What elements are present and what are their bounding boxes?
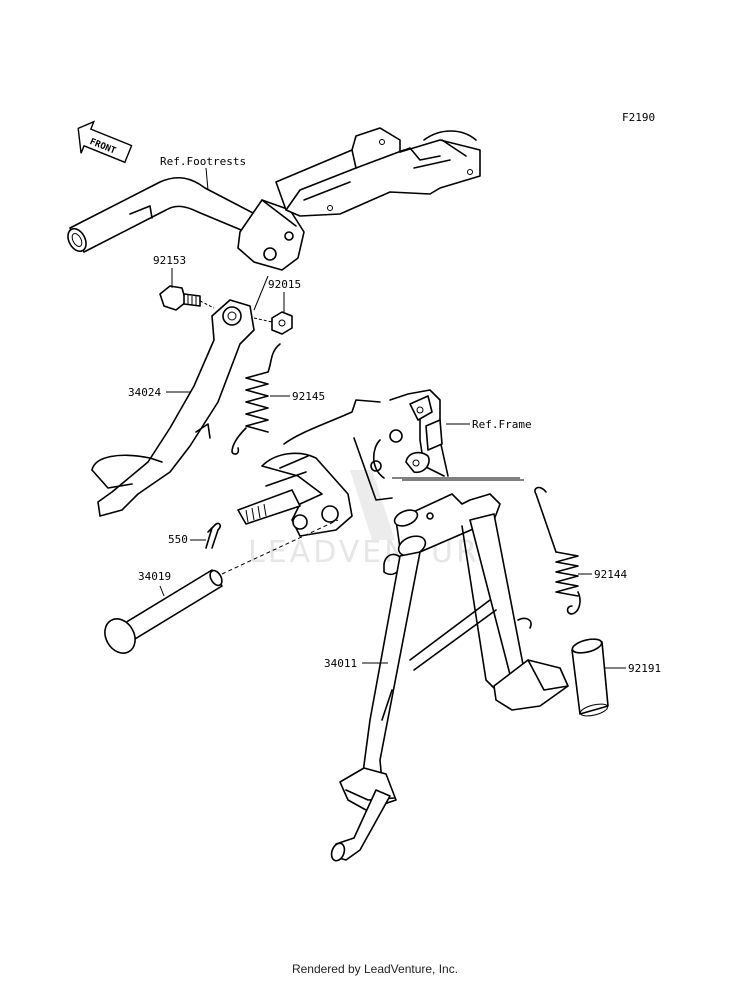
figure-code: F2190: [622, 111, 655, 124]
nut-92015: [271, 311, 293, 335]
watermark: LEADVENTURE: [248, 470, 502, 570]
pin-34019: [104, 569, 223, 654]
footrest-bracket-ref: [67, 127, 481, 271]
spring-92144: [534, 486, 581, 615]
ref-frame-label: Ref.Frame: [472, 418, 532, 431]
cotter-pin-550: [205, 522, 221, 549]
label-92145: 92145: [292, 390, 325, 403]
ref-footrests-label: Ref.Footrests: [160, 155, 246, 168]
frame-ref: [283, 389, 449, 501]
front-arrow-icon: FRONT: [77, 120, 133, 164]
leader-ref-footrests: [205, 167, 209, 191]
label-34024: 34024: [128, 386, 161, 399]
label-92015: 92015: [268, 278, 301, 291]
svg-text:LEADVENTURE: LEADVENTURE: [248, 535, 502, 570]
side-stand: [91, 299, 255, 517]
sleeve-92191: [571, 638, 609, 717]
label-550: 550: [168, 533, 188, 546]
label-34011: 34011: [324, 657, 357, 670]
leader-frame-axis: [392, 477, 524, 481]
leader-bolt-axis: [199, 300, 215, 309]
label-92191: 92191: [628, 662, 661, 675]
main-stand: [330, 493, 569, 862]
label-92144: 92144: [594, 568, 627, 581]
spring-92145: [231, 343, 281, 455]
bolt-92153: [159, 285, 201, 311]
pin-axis-line: [221, 519, 339, 575]
pivot-bracket: [237, 452, 353, 537]
label-34019: 34019: [138, 570, 171, 583]
label-92153: 92153: [153, 254, 186, 267]
leader-nut-axis: [253, 317, 273, 323]
footer-credit: Rendered by LeadVenture, Inc.: [291, 962, 459, 976]
leader-plate-axis: [253, 275, 269, 311]
leader-34019: [159, 585, 165, 597]
